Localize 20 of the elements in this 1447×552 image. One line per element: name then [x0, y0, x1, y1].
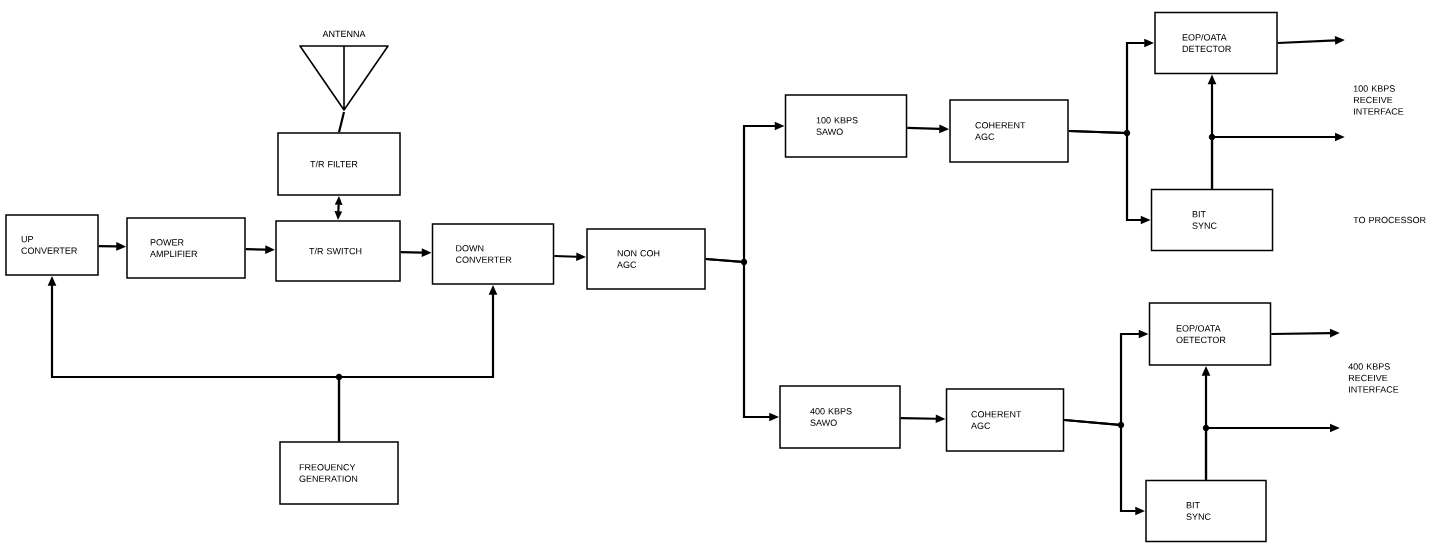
block-box: COHERENT AGC	[945, 388, 1065, 452]
block-box: 400 KBPS SAWO	[779, 385, 901, 449]
block-box: UP CONVERTER	[5, 214, 99, 276]
block-box: POWER AMPLIFIER	[126, 217, 246, 279]
connector-line	[337, 111, 346, 133]
block-box: BIT SYNC	[1145, 479, 1267, 543]
block-box: DOWN CONVERTER	[431, 223, 555, 285]
block-box: EOP/OATA OETECTOR	[1148, 302, 1272, 366]
output-label: 100 KBPS RECEIVE INTERFACE	[1353, 85, 1404, 115]
output-label: 400 KBPS RECEIVE INTERFACE	[1348, 363, 1399, 393]
block-box: EOP/OATA DETECTOR	[1154, 11, 1278, 75]
block-box: NON COH AGC	[586, 228, 706, 290]
output-label: TO PROCESSOR	[1353, 216, 1426, 224]
block-box: T/R FILTER	[277, 132, 401, 196]
block-box: COHERENT AGC	[949, 99, 1069, 163]
block-box: 100 KBPS SAWO	[784, 94, 908, 158]
block-box: FREOUENCY GENERATION	[279, 441, 399, 505]
block-box: T/R SWITCH	[275, 220, 401, 282]
antenna: ANTENNA	[299, 30, 389, 111]
block-box: BIT SYNC	[1150, 188, 1274, 252]
